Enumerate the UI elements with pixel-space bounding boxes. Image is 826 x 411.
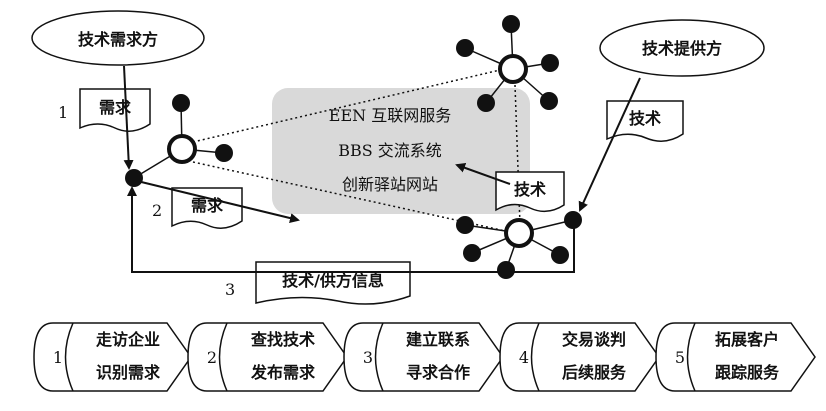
node-cluster-left — [125, 94, 233, 187]
platform-line-2: BBS 交流系统 — [338, 141, 442, 160]
arrow-demand-to-node — [123, 65, 134, 170]
arrow-demand-to-platform — [132, 179, 300, 223]
flow-arrows — [123, 65, 641, 273]
process-step-2-line-2: 发布需求 — [250, 363, 316, 382]
process-step-5: 5 拓展客户 跟踪服务 — [655, 322, 816, 392]
process-step-3: 3 建立联系 寻求合作 — [343, 322, 504, 392]
doc-tech-supplier-info: 技术/供方信息 — [255, 261, 411, 305]
demand-side-label: 技术需求方 — [78, 30, 158, 49]
doc-platform-tech: 技术 — [495, 171, 565, 213]
dotted-link-bottom — [192, 161, 511, 233]
process-step-2-number: 2 — [207, 348, 217, 367]
process-step-4: 4 交易谈判 后续服务 — [499, 322, 660, 392]
supply-side-label: 技术提供方 — [642, 39, 722, 58]
arrow-tech-to-platform — [455, 162, 511, 185]
step-1-number: 1 — [58, 103, 68, 122]
arrow-return-loop — [127, 186, 575, 273]
doc-supply-tech-label: 技术 — [629, 109, 661, 128]
step-2-number: 2 — [152, 201, 162, 220]
doc-demand-2: 需求 — [171, 187, 243, 229]
process-step-3-line-1: 建立联系 — [406, 330, 470, 349]
node-cluster-top — [456, 15, 559, 112]
doc-platform-tech-label: 技术 — [514, 180, 546, 199]
demand-side-actor: 技术需求方 — [31, 10, 205, 66]
doc-demand-1-label: 需求 — [99, 98, 132, 117]
process-step-1-number: 1 — [53, 348, 63, 367]
platform-line-3: 创新驿站网站 — [342, 175, 438, 194]
process-step-5-number: 5 — [675, 348, 685, 367]
process-step-5-line-2: 跟踪服务 — [715, 363, 780, 382]
node-cluster-bottom — [456, 211, 582, 279]
doc-supply-tech: 技术 — [606, 100, 684, 142]
process-step-5-line-1: 拓展客户 — [715, 330, 779, 349]
process-step-4-line-1: 交易谈判 — [562, 330, 626, 349]
process-step-4-line-2: 后续服务 — [562, 363, 627, 382]
step-3-number: 3 — [225, 280, 235, 299]
supply-side-actor: 技术提供方 — [599, 19, 765, 77]
process-step-1-line-1: 走访企业 — [95, 330, 160, 349]
platform-box: EEN 互联网服务 BBS 交流系统 创新驿站网站 — [272, 88, 530, 214]
process-chevrons: 1 走访企业 识别需求 2 查找技术 发布需求 3 建立联系 寻求合作 4 交易… — [33, 322, 816, 392]
doc-tech-supplier-info-label: 技术/供方信息 — [282, 271, 384, 290]
doc-demand-1: 需求 — [79, 88, 151, 132]
process-step-4-number: 4 — [519, 348, 529, 367]
platform-line-1: EEN 互联网服务 — [329, 106, 451, 125]
process-step-2-line-1: 查找技术 — [251, 330, 315, 349]
process-step-1: 1 走访企业 识别需求 — [33, 322, 192, 392]
process-step-3-number: 3 — [363, 348, 373, 367]
process-step-2: 2 查找技术 发布需求 — [187, 322, 348, 392]
arrow-supply-to-node — [578, 77, 641, 212]
process-step-3-line-2: 寻求合作 — [406, 363, 470, 382]
process-step-1-line-2: 识别需求 — [96, 363, 161, 382]
